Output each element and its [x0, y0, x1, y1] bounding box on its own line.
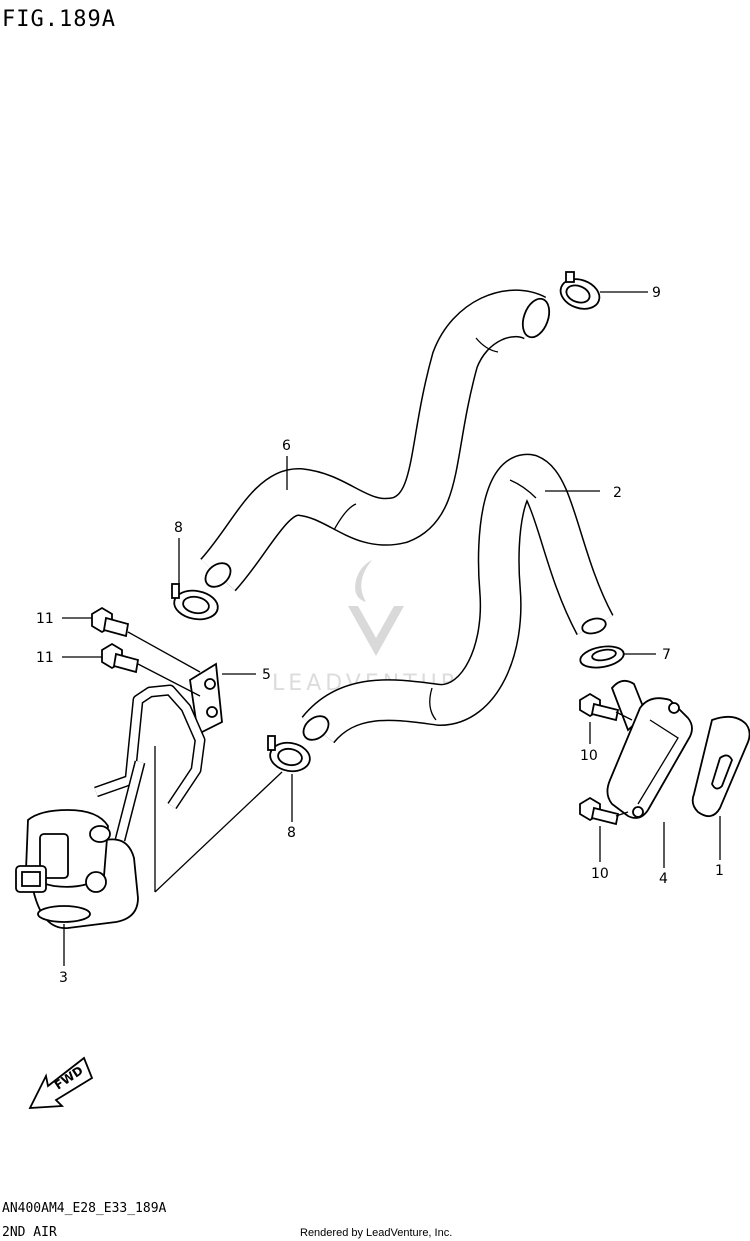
- callout-3: 3: [59, 970, 68, 986]
- callout-4: 4: [659, 871, 668, 887]
- part-11-bolt-lower[interactable]: [101, 642, 140, 674]
- callout-10-lower: 10: [591, 866, 609, 882]
- callout-5: 5: [262, 667, 271, 683]
- part-6-hose[interactable]: [199, 289, 554, 592]
- part-3-solenoid-valve[interactable]: [15, 809, 139, 929]
- callout-7: 7: [662, 647, 671, 663]
- callout-11-upper: 11: [36, 611, 54, 627]
- callout-1: 1: [715, 863, 724, 879]
- callout-8-lower: 8: [287, 825, 296, 841]
- part-9-clamp[interactable]: [556, 271, 603, 314]
- callout-2: 2: [613, 485, 622, 501]
- model-code: AN400AM4_E28_E33_189A: [2, 1201, 167, 1216]
- part-7-clamp[interactable]: [579, 643, 626, 670]
- callout-6: 6: [282, 438, 291, 454]
- callout-8-upper: 8: [174, 520, 183, 536]
- callout-10-upper: 10: [580, 748, 598, 764]
- callout-11-lower: 11: [36, 650, 54, 666]
- part-8-clamp-lower[interactable]: [267, 735, 312, 774]
- part-1-reed-plate[interactable]: [691, 715, 750, 818]
- figure-title: FIG.189A: [2, 7, 116, 32]
- part-11-bolt-upper[interactable]: [91, 606, 130, 638]
- part-10-bolt-lower[interactable]: [579, 796, 620, 826]
- part-10-bolt-upper[interactable]: [579, 692, 620, 722]
- part-8-clamp-upper[interactable]: [171, 583, 220, 623]
- fwd-arrow-icon: FWD: [28, 1056, 94, 1109]
- leader-lines: [62, 291, 721, 966]
- render-credit: Rendered by LeadVenture, Inc.: [300, 1227, 452, 1239]
- callout-9: 9: [652, 285, 661, 301]
- watermark-logo: LEADVENTURE: [272, 560, 474, 696]
- part-4-reed-valve[interactable]: [606, 679, 693, 819]
- assembly-lines: [127, 631, 633, 893]
- part-2-hose[interactable]: [299, 453, 614, 745]
- part-3-pipes[interactable]: [94, 684, 206, 842]
- section-name: 2ND AIR: [2, 1225, 57, 1240]
